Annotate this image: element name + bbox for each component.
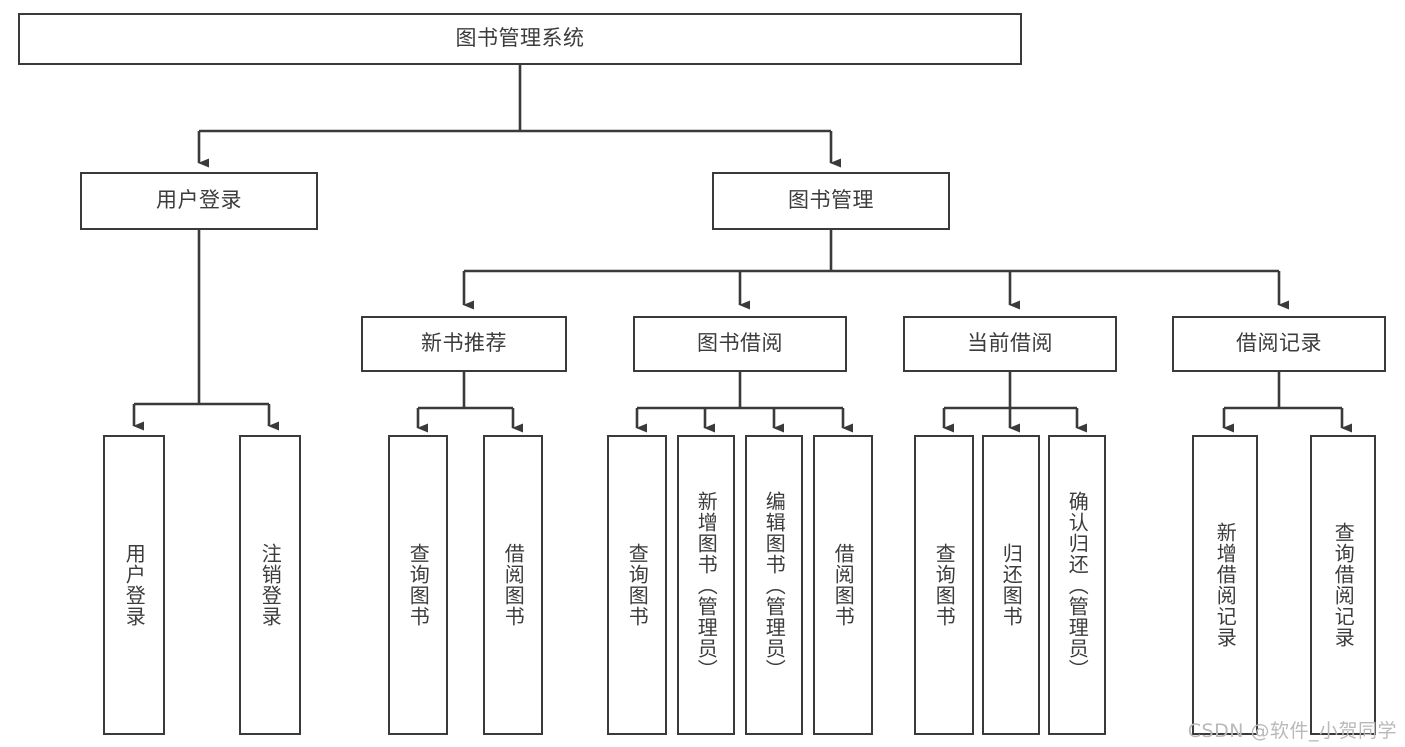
leaf-add-record-label: 新增借阅记录 <box>1213 522 1238 648</box>
leaf-edit-book-label: 编辑图书（管理员） <box>762 490 787 680</box>
leaf-query-record[interactable]: 查询借阅记录 <box>1310 435 1376 735</box>
leaf-confirm-return-label: 确认归还（管理员） <box>1065 490 1090 680</box>
leaf-borrow-book-2[interactable]: 借阅图书 <box>813 435 873 735</box>
leaf-query-book-1[interactable]: 查询图书 <box>388 435 448 735</box>
leaf-return-book-label: 归还图书 <box>999 543 1024 627</box>
leaf-borrow-book-2-label: 借阅图书 <box>831 543 856 627</box>
leaf-add-book-label: 新增图书（管理员） <box>694 490 719 680</box>
node-root[interactable]: 图书管理系统 <box>18 13 1022 65</box>
leaf-confirm-return[interactable]: 确认归还（管理员） <box>1048 435 1106 735</box>
leaf-query-record-label: 查询借阅记录 <box>1331 522 1356 648</box>
leaf-borrow-book-1[interactable]: 借阅图书 <box>483 435 543 735</box>
node-user-login[interactable]: 用户登录 <box>80 172 318 230</box>
node-book-borrow-label: 图书借阅 <box>697 331 783 356</box>
node-book-manage-label: 图书管理 <box>788 188 874 213</box>
leaf-query-book-1-label: 查询图书 <box>406 543 431 627</box>
leaf-edit-book[interactable]: 编辑图书（管理员） <box>745 435 803 735</box>
leaf-borrow-book-1-label: 借阅图书 <box>501 543 526 627</box>
leaf-add-book[interactable]: 新增图书（管理员） <box>677 435 735 735</box>
leaf-query-book-3[interactable]: 查询图书 <box>914 435 974 735</box>
node-current-borrow[interactable]: 当前借阅 <box>903 316 1117 372</box>
node-book-manage[interactable]: 图书管理 <box>712 172 950 230</box>
node-book-borrow[interactable]: 图书借阅 <box>633 316 847 372</box>
csdn-watermark: CSDN @软件_小贺同学 <box>1187 720 1397 742</box>
leaf-logout-login-label: 注销登录 <box>258 543 283 627</box>
leaf-user-login-label: 用户登录 <box>122 543 147 627</box>
node-new-book-recommend[interactable]: 新书推荐 <box>361 316 567 372</box>
node-root-label: 图书管理系统 <box>455 26 585 51</box>
node-borrow-record-label: 借阅记录 <box>1236 331 1322 356</box>
leaf-query-book-2[interactable]: 查询图书 <box>607 435 667 735</box>
node-user-login-label: 用户登录 <box>156 188 242 213</box>
leaf-add-record[interactable]: 新增借阅记录 <box>1192 435 1258 735</box>
leaf-query-book-2-label: 查询图书 <box>625 543 650 627</box>
node-new-book-recommend-label: 新书推荐 <box>421 331 507 356</box>
leaf-query-book-3-label: 查询图书 <box>932 543 957 627</box>
leaf-user-login[interactable]: 用户登录 <box>103 435 165 735</box>
leaf-logout-login[interactable]: 注销登录 <box>239 435 301 735</box>
node-current-borrow-label: 当前借阅 <box>967 331 1053 356</box>
node-borrow-record[interactable]: 借阅记录 <box>1172 316 1386 372</box>
leaf-return-book[interactable]: 归还图书 <box>982 435 1040 735</box>
